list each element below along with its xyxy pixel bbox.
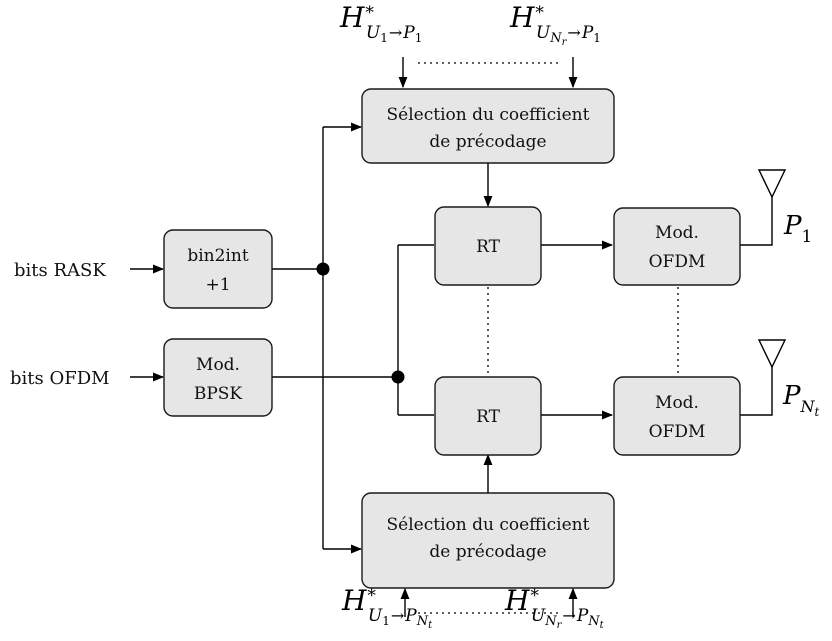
block-rt-bottom: RT [434,376,542,456]
ofdm-top-label-2: OFDM [649,252,706,272]
block-selection-top: Sélection du coefficient de précodage [361,88,615,164]
rt-bot-label: RT [476,407,501,427]
sel-top-label-2: de précodage [429,132,546,152]
junction-bpsk [391,370,405,384]
rt-top-label: RT [476,237,501,257]
antenna-label-bottom: PNt [782,381,820,419]
block-selection-bottom: Sélection du coefficient de précodage [361,492,615,589]
channel-label-top-left: H*U1→P1 [339,1,422,45]
input-bits-ofdm: bits OFDM [10,368,110,389]
channel-label-bot-right: H*UNr→PNt [504,584,605,631]
bpsk-label-2: BPSK [194,384,243,404]
ofdm-bot-label-1: Mod. [655,393,699,413]
block-mod-ofdm-bottom: Mod. OFDM [613,376,741,456]
wire-ofdm-top-to-antenna [740,197,773,246]
ofdm-bot-label-2: OFDM [649,422,706,442]
antenna-bot-icon [757,339,787,369]
block-bin2int: bin2int +1 [163,229,273,309]
channel-label-bot-left: H*U1→PNt [341,584,433,631]
input-bits-rask: bits RASK [14,260,106,281]
sel-bot-label-1: Sélection du coefficient [387,515,590,535]
junction-rask [316,262,330,276]
antenna-top-icon [757,169,787,199]
block-mod-bpsk: Mod. BPSK [163,338,273,417]
channel-label-top-right: H*UNr→P1 [509,1,601,48]
sel-top-label-1: Sélection du coefficient [387,105,590,125]
wire-ofdm-bot-to-antenna [740,367,773,416]
block-rt-top: RT [434,206,542,286]
bin2int-label-1: bin2int [187,246,248,266]
bin2int-label-2: +1 [205,275,230,295]
sel-bot-label-2: de précodage [429,542,546,562]
block-mod-ofdm-top: Mod. OFDM [613,207,741,286]
ofdm-top-label-1: Mod. [655,223,699,243]
bpsk-label-1: Mod. [196,355,240,375]
antenna-label-top: P1 [783,211,812,247]
